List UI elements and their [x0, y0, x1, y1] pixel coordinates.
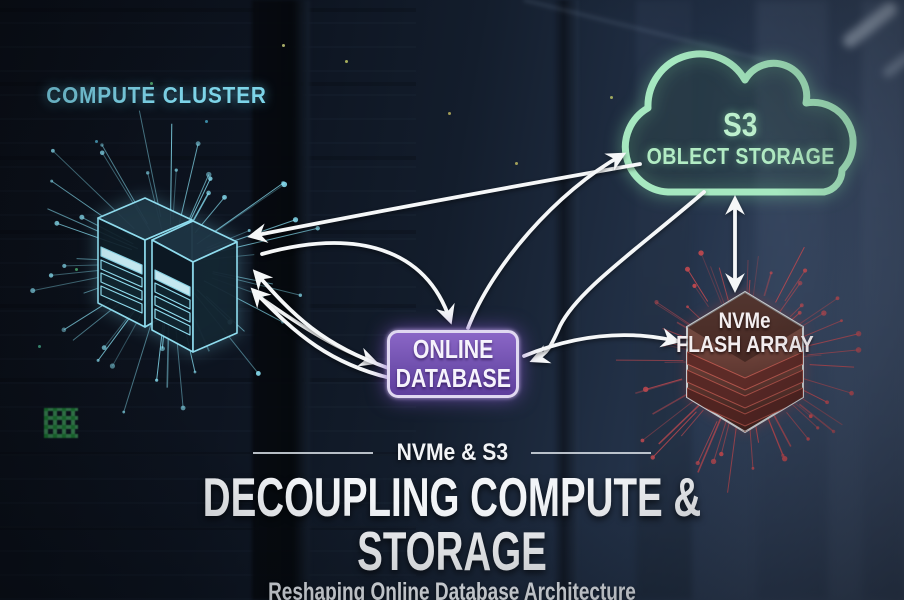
online-database-line1: ONLINE — [412, 334, 494, 364]
s3-title-text: S3 — [722, 106, 758, 143]
nvme-label-line2-text: FLASH ARRAY — [676, 331, 814, 357]
s3-subtitle: OBLECT STORAGE — [630, 143, 850, 170]
kicker-rule-left — [252, 452, 373, 454]
main-title: DECOUPLING COMPUTE & STORAGE — [0, 466, 904, 582]
title-block: NVMe & S3 DECOUPLING COMPUTE & STORAGE R… — [0, 438, 904, 600]
kicker: NVMe & S3 — [389, 439, 516, 467]
s3-subtitle-text: OBLECT STORAGE — [646, 143, 835, 169]
s3-title: S3 — [640, 106, 840, 144]
kicker-row: NVMe & S3 — [0, 438, 904, 468]
arrow-database-to-compute-upper — [252, 269, 396, 372]
subtitle-text: Reshaping Online Database Architecture — [268, 578, 636, 600]
main-title-text: DECOUPLING COMPUTE & STORAGE — [202, 466, 702, 582]
compute-cluster-label: COMPUTE CLUSTER — [28, 82, 284, 109]
arrow-s3-to-compute — [247, 162, 642, 243]
online-database-line2: DATABASE — [395, 363, 511, 393]
online-database-node: ONLINE DATABASE — [387, 330, 519, 398]
kicker-text: NVMe & S3 — [396, 439, 508, 466]
nvme-label-line2: FLASH ARRAY — [655, 331, 835, 358]
kicker-rule-right — [531, 452, 652, 454]
compute-cluster-label-text: COMPUTE CLUSTER — [45, 82, 267, 108]
subtitle: Reshaping Online Database Architecture — [0, 578, 904, 600]
